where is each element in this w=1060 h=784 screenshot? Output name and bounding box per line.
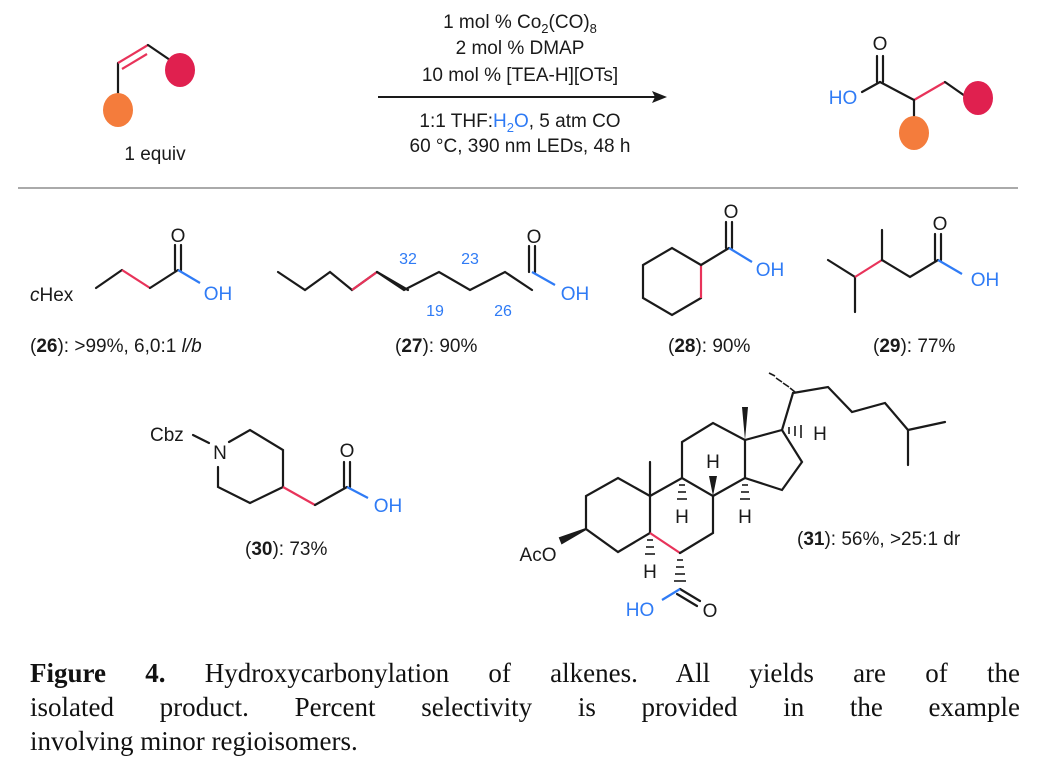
selectivity-value: 26 xyxy=(494,303,512,320)
atom-h: H xyxy=(813,424,827,445)
atom-h: H xyxy=(643,562,657,583)
red-group-icon xyxy=(165,53,195,87)
atom-h: H xyxy=(706,452,720,473)
reaction-figure: 1 equiv 1 mol % Co2(CO)8 2 mol % DMAP 10… xyxy=(18,12,1018,622)
selectivity-value: 19 xyxy=(426,303,444,320)
compound-26: cHex O OH (26): >99%, 6,0:1 l/b xyxy=(30,226,232,357)
compound-27: 32 23 19 26 O OH (27): 90% xyxy=(276,227,590,357)
atom-h: H xyxy=(738,507,752,528)
substrate-alkene: 1 equiv xyxy=(103,43,195,165)
reaction-conditions: 1 mol % Co2(CO)8 2 mol % DMAP 10 mol % [… xyxy=(378,12,667,157)
condition-dmap: 2 mol % DMAP xyxy=(456,38,585,59)
caption-text: Hydroxycarbonylation of alkenes. All yie… xyxy=(165,658,1020,688)
condition-additive: 10 mol % [TEA-H][OTs] xyxy=(422,65,618,86)
orange-group-icon xyxy=(899,116,929,150)
atom-o: O xyxy=(703,601,718,622)
orange-group-icon xyxy=(103,93,133,127)
caption-line: isolated product. Percent selectivity is… xyxy=(30,692,1020,722)
atom-chex: cHex xyxy=(30,285,74,306)
atom-oh: OH xyxy=(374,496,403,517)
caption-line: Figure 4. Hydroxycarbonylation of alkene… xyxy=(30,656,1020,690)
compound-28: O OH (28): 90% xyxy=(641,202,785,357)
atom-cbz: Cbz xyxy=(150,425,184,446)
atom-ho: HO xyxy=(626,600,655,621)
atom-o: O xyxy=(171,226,186,247)
atom-oh: OH xyxy=(204,284,233,305)
atom-o: O xyxy=(724,202,739,223)
atom-o: O xyxy=(340,441,355,462)
compound-label-28: (28): 90% xyxy=(668,336,750,357)
red-group-icon xyxy=(963,81,993,115)
atom-oh: OH xyxy=(756,260,785,281)
caption-line: involving minor regioisomers. xyxy=(30,726,358,756)
condition-solvent: 1:1 THF:H2O, 5 atm CO xyxy=(419,111,620,135)
compound-label-27: (27): 90% xyxy=(395,336,477,357)
compound-label-29: (29): 77% xyxy=(873,336,955,357)
atom-aco: AcO xyxy=(520,545,557,566)
substrate-equiv-label: 1 equiv xyxy=(124,144,186,165)
arrow-head-icon xyxy=(652,91,667,103)
condition-catalyst: 1 mol % Co2(CO)8 xyxy=(443,12,597,36)
product-acid: O HO xyxy=(829,34,993,150)
condition-temperature: 60 °C, 390 nm LEDs, 48 h xyxy=(410,136,631,157)
atom-oh: OH xyxy=(971,270,1000,291)
figure-label: Figure 4. xyxy=(30,658,166,688)
selectivity-value: 23 xyxy=(461,251,479,268)
compound-29: O OH (29): 77% xyxy=(826,214,1000,357)
figure-caption: Figure 4. Hydroxycarbonylation of alkene… xyxy=(30,656,1020,758)
atom-o: O xyxy=(933,214,948,235)
atom-h: H xyxy=(675,507,689,528)
atom-ho: HO xyxy=(829,88,858,109)
atom-oh: OH xyxy=(561,284,590,305)
compound-31: AcO H H H H H O xyxy=(520,372,961,622)
compound-30: Cbz N O OH (30): 73% xyxy=(150,425,402,560)
atom-o: O xyxy=(527,227,542,248)
atom-n: N xyxy=(213,443,227,464)
compound-label-30: (30): 73% xyxy=(245,539,327,560)
atom-o: O xyxy=(873,34,888,55)
compound-label-26: (26): >99%, 6,0:1 l/b xyxy=(30,336,202,357)
compound-label-31: (31): 56%, >25:1 dr xyxy=(797,529,961,550)
selectivity-value: 32 xyxy=(399,251,417,268)
